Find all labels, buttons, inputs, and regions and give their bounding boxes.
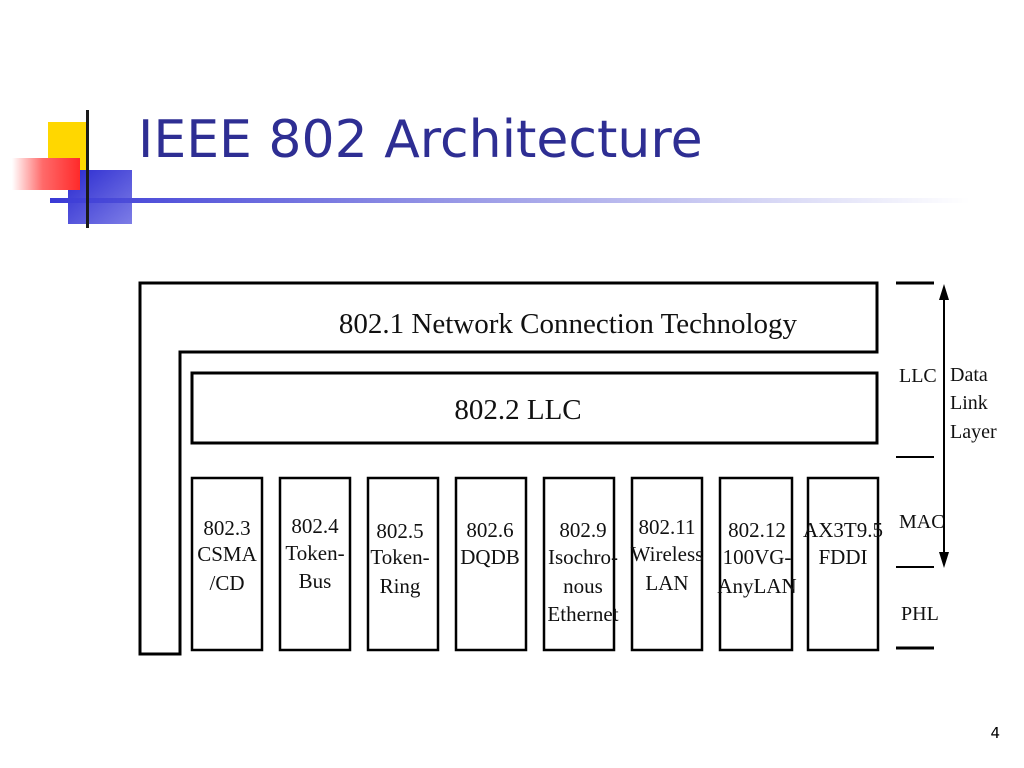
- mac-label: Ring: [380, 574, 421, 598]
- data-link-arrow-head-up: [939, 284, 949, 300]
- mac-label: Ethernet: [547, 602, 618, 626]
- mac-label: Token-: [285, 541, 344, 565]
- mac-label: 100VG-: [723, 545, 792, 569]
- block-802-1-label: 802.1 Network Connection Technology: [339, 308, 798, 340]
- block-802-1-outline: [138, 281, 879, 656]
- page-number: 4: [990, 724, 1000, 742]
- mac-label: AnyLAN: [717, 574, 796, 598]
- mac-box: [190, 476, 264, 652]
- layer-label-phl: PHL: [901, 603, 939, 625]
- mac-standards-row: 802.3 CSMA /CD 802.4 Token- Bus 802.5 To…: [190, 476, 883, 652]
- mac-label: 802.4: [291, 514, 339, 538]
- mac-label: Wireless: [631, 542, 704, 566]
- mac-label: LAN: [645, 571, 688, 595]
- deco-vertical-line: [86, 110, 89, 228]
- mac-box: [366, 476, 440, 652]
- mac-box: [806, 476, 880, 652]
- mac-label: 802.3: [203, 516, 250, 540]
- mac-label: CSMA: [197, 542, 257, 566]
- layer-label-llc: LLC: [899, 365, 937, 387]
- mac-box: [454, 476, 528, 652]
- layer-label-mac: MAC: [899, 511, 945, 533]
- data-link-arrow-head-down: [939, 552, 949, 568]
- mac-box: [630, 476, 704, 652]
- mac-label: Isochro-: [548, 545, 618, 569]
- mac-label: /CD: [209, 571, 244, 595]
- mac-label: FDDI: [818, 545, 867, 569]
- mac-label: nous: [563, 574, 603, 598]
- data-link-label-line: Data: [950, 364, 988, 386]
- title-rule: [50, 198, 970, 203]
- mac-label: AX3T9.5: [803, 518, 883, 542]
- title-decoration: [12, 110, 970, 228]
- mac-label: 802.9: [559, 518, 606, 542]
- mac-label: Bus: [299, 569, 332, 593]
- layer-markers: LLC MAC PHL Data Link Layer: [896, 281, 997, 650]
- deco-red-bar: [12, 158, 80, 190]
- mac-label: Token-: [370, 545, 429, 569]
- data-link-label-line: Link: [950, 392, 988, 414]
- slide-title: IEEE 802 Architecture: [138, 110, 703, 170]
- block-802-2-label: 802.2 LLC: [454, 394, 581, 426]
- mac-label: 802.11: [639, 515, 696, 539]
- data-link-label-line: Layer: [950, 421, 997, 443]
- mac-label: 802.6: [466, 518, 513, 542]
- mac-label: 802.12: [728, 518, 786, 542]
- mac-label: 802.5: [376, 519, 423, 543]
- block-802-2-llc: [190, 371, 879, 445]
- mac-box: [542, 476, 616, 652]
- mac-box: [278, 476, 352, 652]
- mac-box: [718, 476, 794, 652]
- mac-label: DQDB: [460, 545, 520, 569]
